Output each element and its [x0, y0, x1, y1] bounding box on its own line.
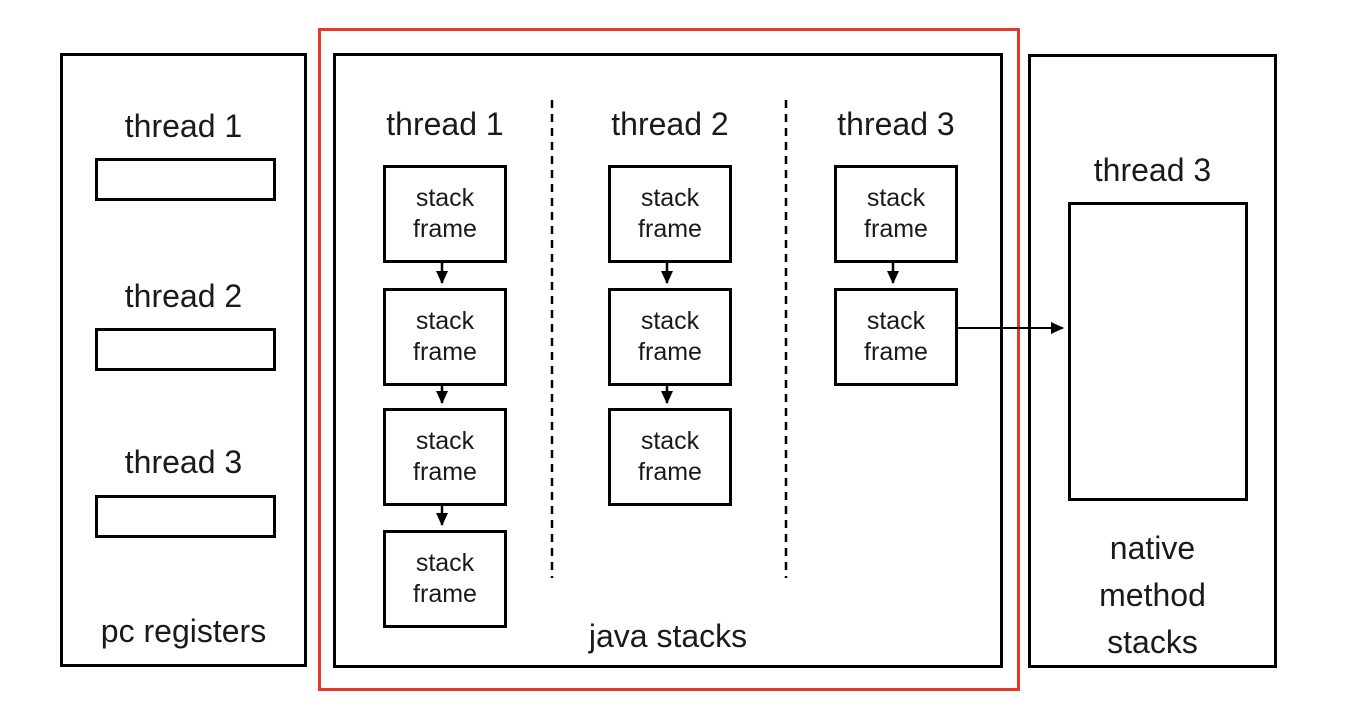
- native-method-stacks-box: thread 3 native method stacks: [1028, 54, 1277, 668]
- native-title-line-2: method: [1099, 577, 1206, 613]
- pc-registers-title: pc registers: [100, 613, 267, 649]
- pc-registers-box: thread 1 thread 2 thread 3 pc registers: [60, 53, 307, 667]
- stack-frame-label: stack frame: [864, 184, 928, 243]
- stack-frame-label: stack frame: [413, 549, 477, 608]
- java-stacks-highlight-border: [318, 28, 1020, 691]
- pc-thread-2-label: thread 2: [124, 278, 243, 314]
- stack-frame: stack frame: [383, 288, 507, 386]
- stack-frame: stack frame: [834, 165, 958, 263]
- pc-register-slot-thread-2: [95, 328, 276, 371]
- java-stacks-thread-1-label: thread 1: [386, 106, 504, 142]
- native-thread-3-label: thread 3: [1093, 152, 1212, 188]
- native-stack-area: [1068, 202, 1248, 501]
- java-stacks-box: thread 1 stack frame stack frame stack f…: [333, 53, 1003, 668]
- stack-frame: stack frame: [383, 408, 507, 506]
- pc-register-slot-thread-1: [95, 158, 276, 201]
- pc-register-slot-thread-3: [95, 495, 276, 538]
- stack-frame-label: stack frame: [864, 307, 928, 366]
- stack-frame: stack frame: [608, 165, 732, 263]
- stack-frame-label: stack frame: [413, 427, 477, 486]
- stack-frame: stack frame: [383, 165, 507, 263]
- stack-frame-label: stack frame: [413, 307, 477, 366]
- java-stacks-thread-2-label: thread 2: [611, 106, 729, 142]
- java-stacks-title: java stacks: [588, 618, 748, 654]
- stack-frame: stack frame: [608, 408, 732, 506]
- stack-frame: stack frame: [834, 288, 958, 386]
- stack-frame-label: stack frame: [413, 184, 477, 243]
- java-stacks-thread-3-label: thread 3: [837, 106, 955, 142]
- stack-frame-label: stack frame: [638, 307, 702, 366]
- stack-frame-label: stack frame: [638, 427, 702, 486]
- native-method-stacks-title: native method stacks: [1031, 525, 1274, 666]
- stack-frame: stack frame: [383, 530, 507, 628]
- stack-frame: stack frame: [608, 288, 732, 386]
- pc-thread-1-label: thread 1: [124, 108, 243, 144]
- stack-frame-label: stack frame: [638, 184, 702, 243]
- native-title-line-3: stacks: [1107, 624, 1198, 660]
- pc-thread-3-label: thread 3: [124, 444, 243, 480]
- native-title-line-1: native: [1109, 530, 1196, 566]
